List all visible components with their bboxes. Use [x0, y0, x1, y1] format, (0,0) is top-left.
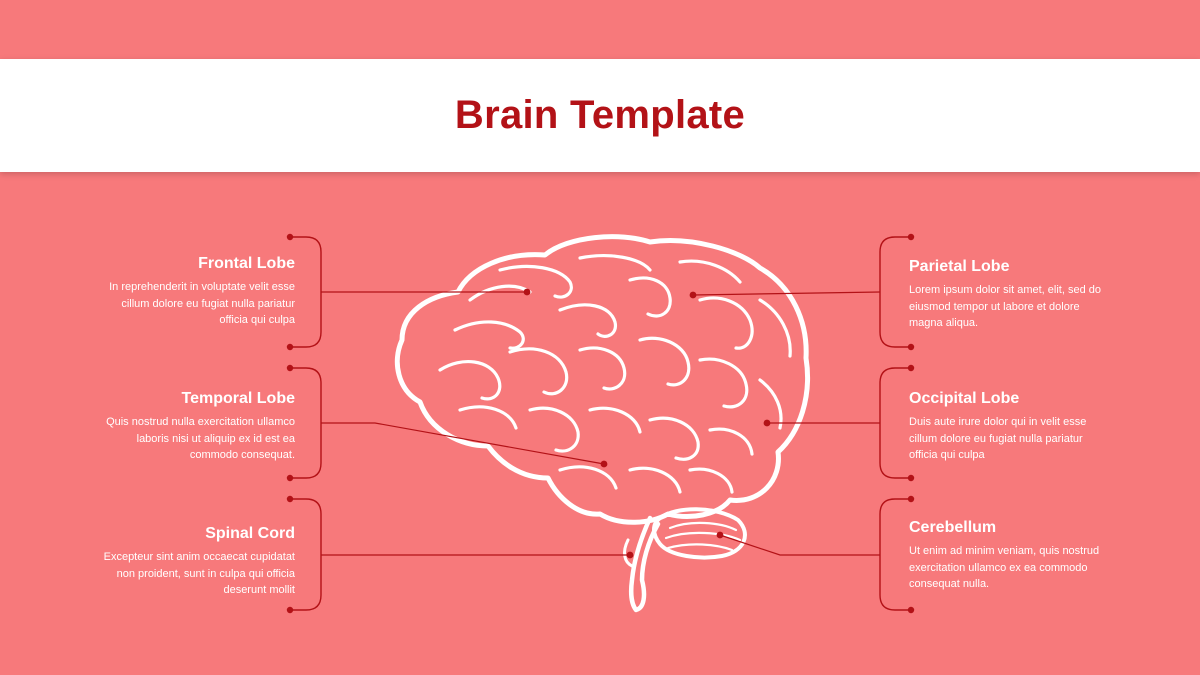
bracket-cerebellum: [879, 498, 911, 611]
parietal-lobe-heading: Parietal Lobe: [909, 258, 1010, 275]
label-spinal-cord: Spinal Cord Excepteur sint anim occaecat…: [95, 525, 295, 599]
spinal-cord-text: Excepteur sint anim occaecat cupidatat n…: [103, 551, 295, 596]
page-title: Brain Template: [454, 93, 746, 137]
temporal-lobe-text: Quis nostrud nulla exercitation ullamco …: [106, 416, 295, 461]
spinal-cord-heading: Spinal Cord: [205, 525, 295, 542]
label-frontal-lobe: Frontal Lobe In reprehenderit in volupta…: [95, 255, 295, 329]
cerebellum-heading: Cerebellum: [909, 519, 997, 536]
temporal-lobe-heading: Temporal Lobe: [181, 390, 296, 407]
frontal-lobe-text: In reprehenderit in voluptate velit esse…: [109, 281, 295, 326]
bracket-occipital: [879, 367, 911, 479]
brain-illustration: [394, 234, 811, 613]
label-temporal-lobe: Temporal Lobe Quis nostrud nulla exercit…: [95, 390, 295, 464]
occipital-lobe-heading: Occipital Lobe: [909, 390, 1020, 407]
bracket-parietal: [879, 236, 911, 348]
label-cerebellum: Cerebellum Ut enim ad minim veniam, quis…: [909, 519, 1109, 593]
label-parietal-lobe: Parietal Lobe Lorem ipsum dolor sit amet…: [909, 258, 1109, 332]
occipital-lobe-text: Duis aute irure dolor qui in velit esse …: [909, 416, 1087, 461]
parietal-lobe-text: Lorem ipsum dolor sit amet, elit, sed do…: [909, 284, 1101, 329]
cerebellum-text: Ut enim ad minim veniam, quis nostrud ex…: [909, 545, 1100, 590]
label-occipital-lobe: Occipital Lobe Duis aute irure dolor qui…: [909, 390, 1109, 464]
frontal-lobe-heading: Frontal Lobe: [198, 255, 295, 272]
title-band: Brain Template: [0, 59, 1200, 172]
